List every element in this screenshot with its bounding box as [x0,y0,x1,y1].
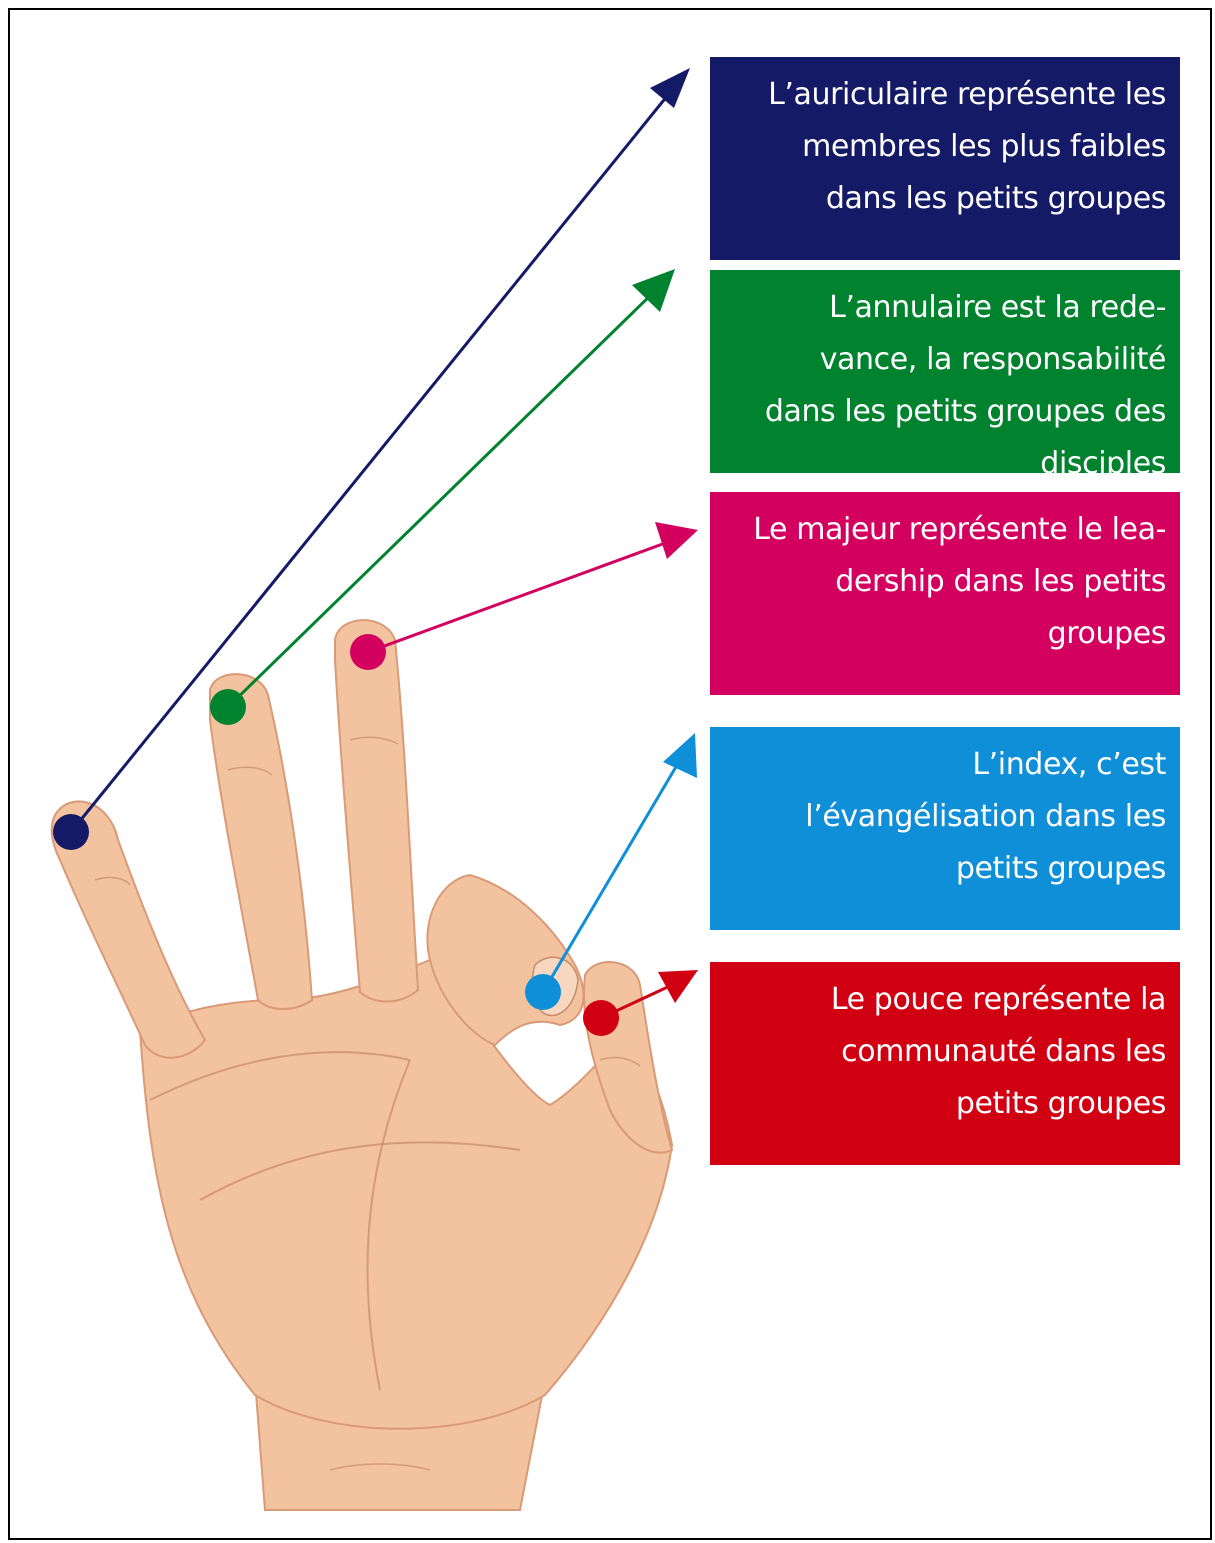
palm-crease-life [366,1059,411,1391]
ring-crease [227,766,273,776]
ring-finger [209,673,314,1010]
label-line: l’évangélisation dans les [805,799,1166,834]
label-box-thumb: Le pouce représente la communauté dans l… [710,962,1180,1165]
marker-dot-thumb [583,1000,619,1036]
pinky-crease [94,876,131,886]
hand-illustration [50,619,674,1511]
label-line: groupes [1047,616,1167,651]
palm-crease-middle [199,1141,521,1201]
label-line: dans les petits groupes [825,181,1167,216]
arrowhead-middle [655,522,698,559]
label-box-middle: Le majeur représente le lea- dership dan… [710,492,1180,695]
connector-line-middle [367,540,669,654]
marker-dot-pinky [53,814,89,850]
middle-crease [349,736,399,745]
label-line: Le pouce représente la [830,982,1167,1017]
middle-finger [334,619,420,1003]
label-box-pinky: L’auriculaire représente les membres les… [710,57,1180,260]
connector-line-ring [226,288,658,709]
marker-dot-middle [350,634,386,670]
pinky-finger [50,800,207,1059]
label-line: L’annulaire est la rede- [829,290,1166,325]
thumb-crease [599,1056,641,1067]
label-line: L’index, c’est [972,747,1166,782]
label-line: vance, la responsabilité [819,342,1167,377]
label-line: communauté dans les [841,1034,1166,1069]
label-line: membres les plus faibles [802,129,1166,164]
wrist-crease [329,1463,431,1471]
label-box-ring: L’annulaire est la rede- vance, la respo… [710,270,1180,481]
palm-crease-upper [149,1051,411,1101]
label-line: petits groupes [955,1086,1167,1121]
arrowhead-ring [632,269,675,312]
arrowhead-index [663,733,697,778]
label-line: L’auriculaire représente les [768,77,1166,112]
marker-dot-ring [210,689,246,725]
label-line: dans les petits groupes des [764,394,1167,429]
label-box-index: L’index, c’est l’évangélisation dans les… [710,727,1180,930]
label-line: disciples [1040,446,1166,481]
label-line: petits groupes [955,851,1167,886]
marker-dot-index [525,974,561,1010]
connectors [53,68,698,1036]
arrowhead-pinky [650,68,690,108]
connector-line-index [541,759,682,993]
arrowhead-thumb [658,970,698,1003]
label-line: dership dans les petits [835,564,1166,599]
label-line: Le majeur représente le lea- [753,512,1166,547]
connector-line-pinky [69,89,674,833]
